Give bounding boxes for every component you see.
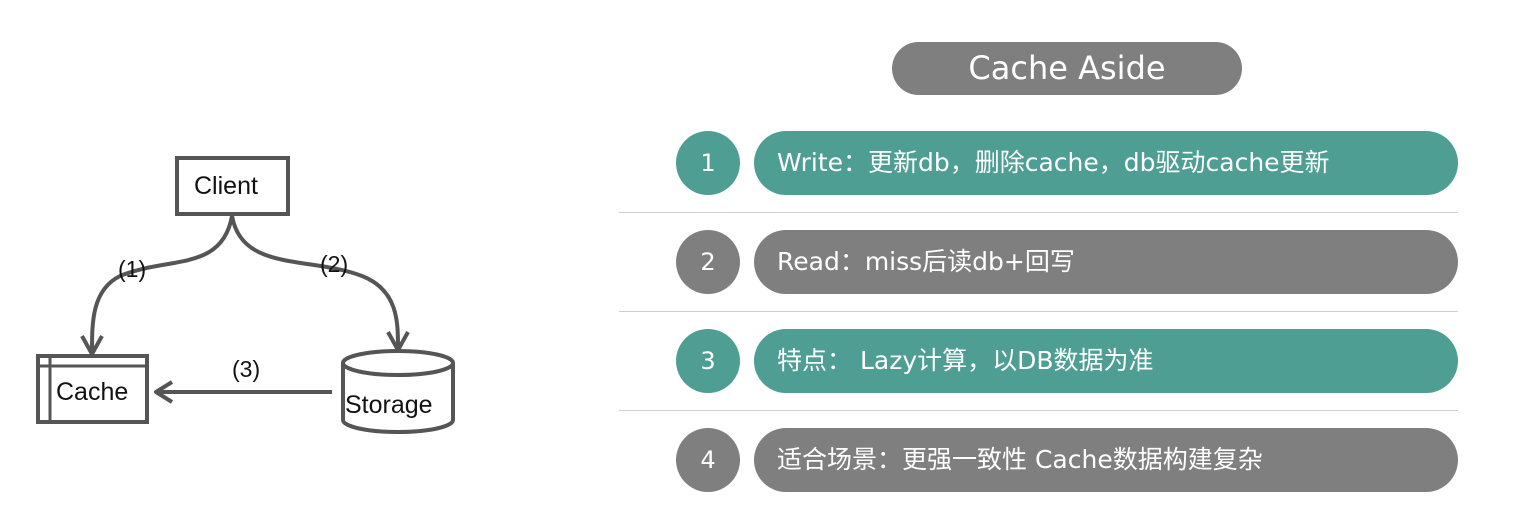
divider: [619, 212, 1458, 213]
divider: [619, 311, 1458, 312]
cache-box: [36, 354, 149, 424]
step-3-label: (3): [232, 356, 261, 382]
row-number-badge: 4: [676, 428, 740, 492]
divider: [619, 410, 1458, 411]
list-item: 3 特点： Lazy计算，以DB数据为准: [600, 329, 1500, 393]
client-label: Client: [194, 172, 258, 200]
storage-cylinder: [341, 349, 455, 434]
arrow-client-to-cache: [90, 215, 234, 353]
row-number-badge: 2: [676, 230, 740, 294]
diagram-canvas: [36, 156, 455, 434]
row-number-badge: 3: [676, 329, 740, 393]
summary-panel: Cache Aside 1 Write：更新db，删除cache，db驱动cac…: [600, 0, 1500, 520]
arrowhead-cache: [80, 335, 104, 356]
step-1-label: (1): [118, 256, 147, 282]
row-number-badge: 1: [676, 131, 740, 195]
row-text: 特点： Lazy计算，以DB数据为准: [754, 329, 1458, 393]
arrowhead-cache-left: [154, 380, 174, 404]
arrow-client-to-storage: [230, 215, 400, 349]
row-text: 适合场景：更强一致性 Cache数据构建复杂: [754, 428, 1458, 492]
step-2-label: (2): [320, 251, 349, 277]
arrowhead-storage: [386, 331, 410, 352]
cache-label: Cache: [56, 378, 129, 406]
row-text: Write：更新db，删除cache，db驱动cache更新: [754, 131, 1458, 195]
cache-aside-diagram: Client Cache Storage (1) (2) (3): [0, 0, 520, 520]
row-text: Read：miss后读db+回写: [754, 230, 1458, 294]
list-item: 1 Write：更新db，删除cache，db驱动cache更新: [600, 131, 1500, 195]
storage-label: Storage: [345, 391, 433, 419]
list-item: 4 适合场景：更强一致性 Cache数据构建复杂: [600, 428, 1500, 492]
panel-title: Cache Aside: [892, 42, 1242, 95]
client-box: [175, 156, 290, 216]
list-item: 2 Read：miss后读db+回写: [600, 230, 1500, 294]
